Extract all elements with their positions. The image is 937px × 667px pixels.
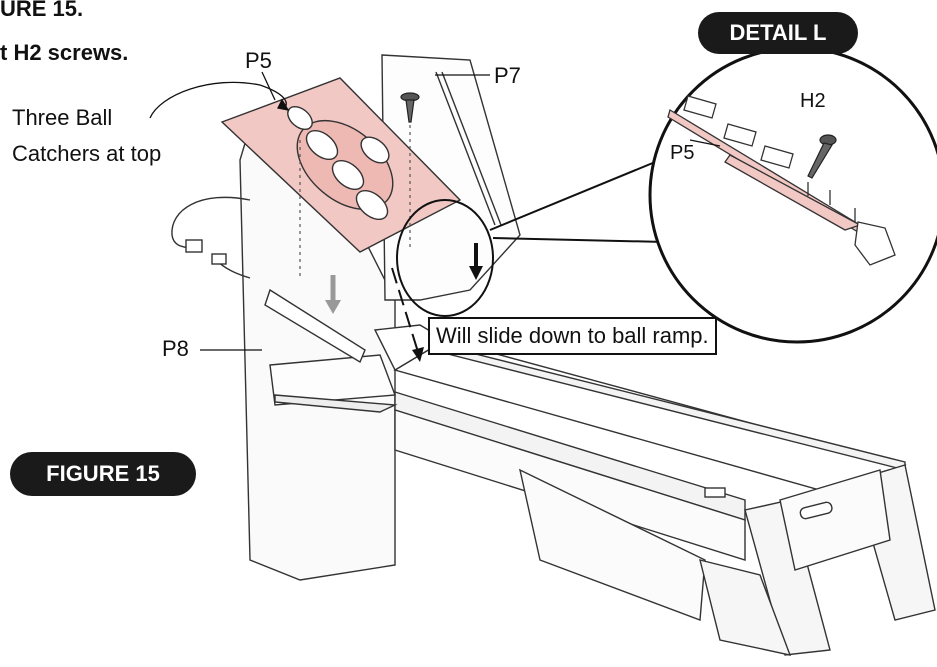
detail-label-p5: P5: [670, 142, 695, 164]
screw-h2-main: [400, 92, 420, 123]
slide-direction-arrows: [325, 243, 483, 362]
power-cable: [171, 196, 251, 279]
detail-l-magnified-view: [648, 46, 937, 344]
badge-detail-l: DETAIL L: [698, 12, 858, 54]
cabinet-lower-box: [264, 288, 447, 413]
label-p7: P7: [494, 63, 521, 88]
detail-label-h2: H2: [800, 90, 826, 112]
callout-slide-down: Will slide down to ball ramp.: [428, 317, 717, 355]
badge-figure-15: FIGURE 15: [10, 452, 196, 496]
label-p8: P8: [162, 336, 189, 361]
label-three-ball-line2: Catchers at top: [12, 141, 162, 166]
label-three-ball-line1: Three Ball: [12, 105, 113, 130]
label-leader-lines: [149, 71, 490, 351]
header-line-2: t H2 screws.: [0, 40, 129, 65]
detail-screw-h2: [807, 134, 837, 179]
back-panel-p7: [381, 54, 521, 301]
detail-focus-ellipse: [396, 199, 494, 317]
ball-catcher-panel-p5: [220, 77, 462, 253]
header-line-1: URE 15.: [0, 0, 84, 21]
label-p5-top: P5: [245, 48, 272, 73]
ball-ramp-lane: [393, 339, 936, 656]
